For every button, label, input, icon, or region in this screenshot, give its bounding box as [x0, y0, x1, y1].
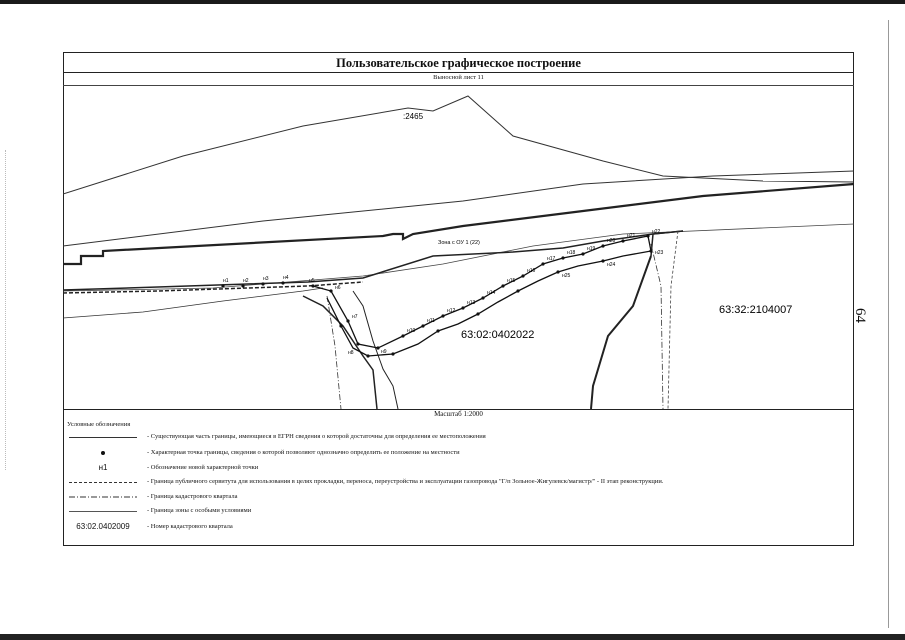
parcel-boundary-upper: [63, 95, 854, 195]
point-label: н17: [547, 256, 556, 262]
point-label: н3: [263, 276, 269, 282]
servitude-boundary-north: [63, 230, 684, 291]
point-label: н5: [309, 278, 315, 284]
legend-title: Условные обозначения: [67, 421, 131, 428]
point-label: н18: [567, 250, 576, 256]
dashdot-line-icon: [69, 496, 137, 498]
point-label: н10: [407, 328, 416, 334]
quarter-boundary-right: [650, 243, 664, 409]
top-border: [0, 0, 905, 4]
point-icon: [101, 451, 105, 455]
parcel-boundary-right: [590, 255, 652, 409]
legend-item-servitude-boundary: - Граница публичного сервитута для испол…: [67, 475, 847, 489]
point-label: н14: [487, 290, 496, 296]
point-labels: н1 н2 н3 н4 н5 н6 н7 н8 н9 н10 н11 н12 н13 н14 н15 н16 н…: [223, 229, 664, 356]
map-sheet-frame: [63, 52, 854, 546]
legend-item-quarter-number: 63:02.0402009 - Номер кадастрового кварт…: [67, 520, 847, 534]
point-label: н23: [655, 250, 664, 256]
map-top-divider: [63, 85, 854, 86]
point-label: н4: [283, 275, 289, 281]
point-label: н12: [447, 308, 456, 314]
sheet-title: Пользовательское графическое построение: [336, 56, 581, 70]
point-label: н9: [381, 349, 387, 355]
point-label: н24: [607, 262, 616, 268]
zone-boundary-right: [667, 230, 679, 409]
right-margin-line: [888, 20, 889, 628]
point-label: н16: [527, 268, 536, 274]
legend-item-existing-boundary: - Существующая часть границы, имеющиеся …: [67, 430, 847, 444]
quarter-boundary-dashdot: [326, 295, 342, 409]
point-label: н11: [427, 318, 435, 324]
point-label: н21: [627, 233, 636, 239]
point-label: н22: [652, 229, 661, 235]
characteristic-points: [221, 234, 653, 358]
quarter-label-main: 63:02:0402022: [461, 329, 534, 341]
point-label: н1: [223, 278, 229, 284]
point-label: н7: [352, 314, 358, 320]
cadastral-map: :2465 Зона с ОУ 1 (22) 63:02:0402022 63:…: [63, 95, 854, 409]
road-boundary-upper: [63, 170, 854, 247]
sheet-subtitle: Выносной лист 11: [433, 74, 484, 81]
zone-boundary-lower: [63, 223, 854, 292]
parcel-boundary-lower-left: [302, 295, 378, 409]
bottom-border: [0, 634, 905, 640]
title-divider: [63, 72, 854, 73]
point-label: н13: [467, 300, 476, 306]
point-label: н15: [507, 278, 516, 284]
legend-item-characteristic-point: - Характерная точка границы, сведения о …: [67, 446, 847, 460]
quarter-number-symbol: 63:02.0402009: [76, 522, 130, 531]
point-label: н25: [562, 273, 571, 279]
zone-boundary-thick: [63, 182, 854, 266]
point-label: н20: [607, 238, 616, 244]
zone-label: Зона с ОУ 1 (22): [438, 240, 480, 246]
parcel-boundary-left: [63, 287, 324, 319]
left-dotted-margin: [5, 150, 8, 470]
legend-item-quarter-boundary: - Граница кадастрового квартала: [67, 490, 847, 504]
quarter-label-right: 63:32:2104007: [719, 304, 792, 316]
point-label: н8: [348, 350, 354, 356]
scale-divider: [63, 409, 854, 410]
point-label: н6: [335, 285, 341, 291]
scale-label: Масштаб 1:2000: [434, 410, 483, 418]
parcel-boundary-right-top: [650, 230, 684, 257]
legend-item-new-point: н1 - Обозначение новой характерной точки: [67, 461, 847, 475]
servitude-boundary-south: [63, 281, 364, 294]
legend-item-zone-boundary: - Граница зоны с особыми условиями: [67, 504, 847, 518]
new-point-symbol: н1: [98, 463, 108, 472]
point-label: н2: [243, 278, 249, 284]
parcel-label-2465: :2465: [403, 112, 424, 121]
point-label: н19: [587, 246, 596, 252]
